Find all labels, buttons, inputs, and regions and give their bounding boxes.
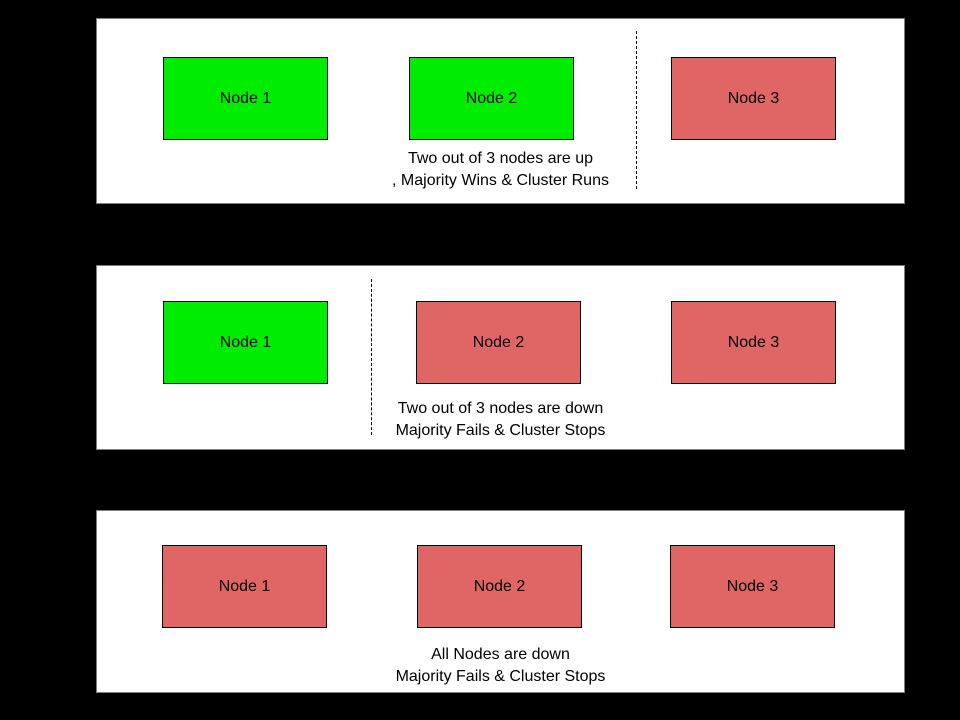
caption-line-1: All Nodes are down bbox=[431, 646, 570, 663]
node-3-label: Node 3 bbox=[727, 333, 780, 351]
node-3-label: Node 3 bbox=[727, 89, 780, 107]
node-2-box: Node 2 bbox=[416, 301, 581, 384]
node-2-label: Node 2 bbox=[473, 577, 526, 595]
node-2-box: Node 2 bbox=[409, 57, 574, 140]
partition-divider-line bbox=[636, 31, 637, 189]
node-1-box: Node 1 bbox=[162, 545, 327, 628]
node-3-box: Node 3 bbox=[671, 57, 836, 140]
node-3-label: Node 3 bbox=[726, 577, 779, 595]
node-2-label: Node 2 bbox=[465, 89, 518, 107]
node-1-label: Node 1 bbox=[219, 89, 272, 107]
caption-line-1: Two out of 3 nodes are up bbox=[407, 150, 593, 167]
node-3-box: Node 3 bbox=[670, 545, 835, 628]
node-1-box: Node 1 bbox=[163, 301, 328, 384]
node-1-label: Node 1 bbox=[219, 333, 272, 351]
caption-line-2: Majority Fails & Cluster Stops bbox=[395, 668, 606, 685]
scenario-caption: All Nodes are down Majority Fails & Clus… bbox=[97, 644, 904, 688]
node-1-box: Node 1 bbox=[163, 57, 328, 140]
caption-line-2: , Majority Wins & Cluster Runs bbox=[392, 172, 609, 189]
scenario-panel-majority-up: Node 1 Node 2 Node 3 Two out of 3 nodes … bbox=[96, 18, 905, 204]
node-2-box: Node 2 bbox=[417, 545, 582, 628]
node-3-box: Node 3 bbox=[671, 301, 836, 384]
node-2-label: Node 2 bbox=[472, 333, 525, 351]
caption-line-2: Majority Fails & Cluster Stops bbox=[395, 422, 606, 439]
scenario-caption: Two out of 3 nodes are up , Majority Win… bbox=[97, 148, 904, 192]
caption-line-1: Two out of 3 nodes are down bbox=[397, 400, 604, 417]
partition-divider-line bbox=[371, 279, 372, 435]
scenario-panel-all-down: Node 1 Node 2 Node 3 All Nodes are down … bbox=[96, 510, 905, 693]
scenario-caption: Two out of 3 nodes are down Majority Fai… bbox=[97, 398, 904, 442]
scenario-panel-majority-down: Node 1 Node 2 Node 3 Two out of 3 nodes … bbox=[96, 265, 905, 450]
node-1-label: Node 1 bbox=[218, 577, 271, 595]
